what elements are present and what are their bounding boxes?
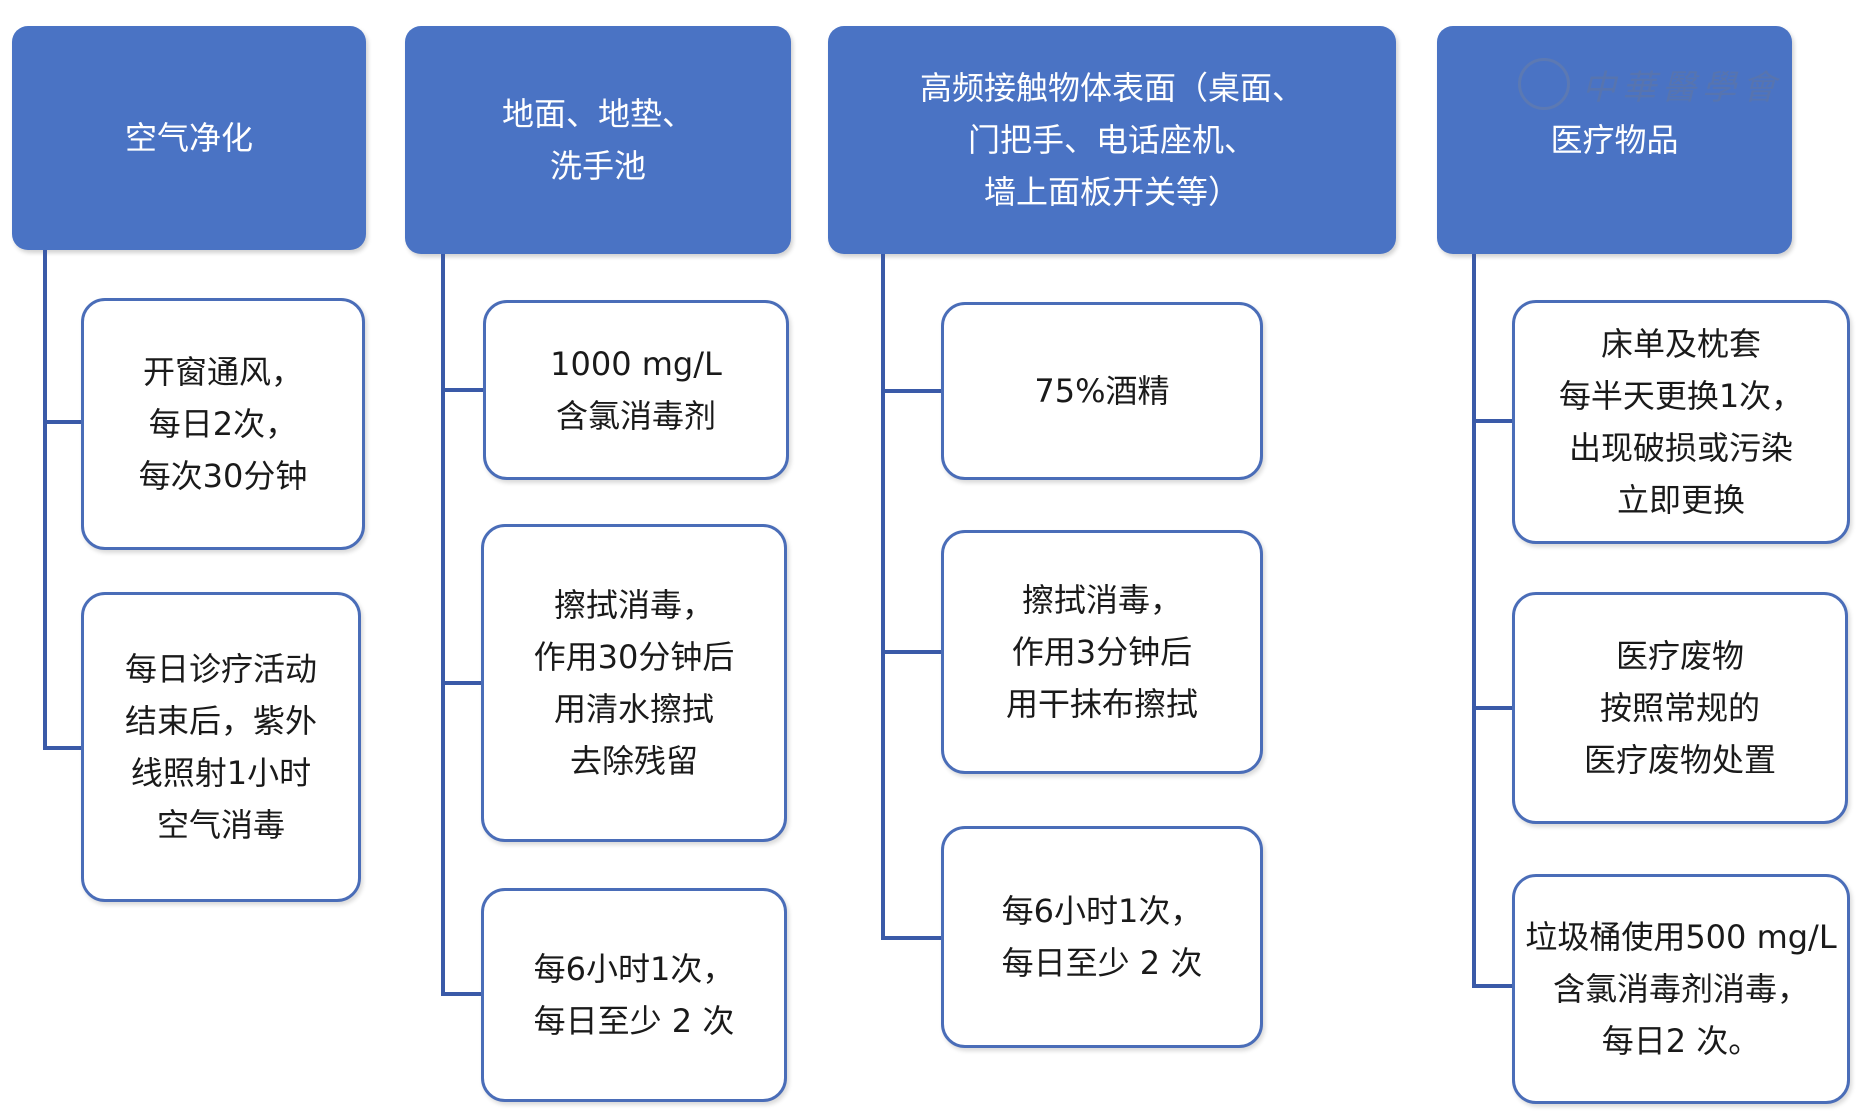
header-air-purification: 空气净化	[12, 26, 366, 250]
connector-col3-vertical	[881, 254, 885, 940]
header-medical-items: 医疗物品	[1437, 26, 1792, 254]
connector-col3-item2	[881, 650, 941, 654]
connector-col1-item2	[43, 746, 81, 750]
connector-col1-item1	[43, 420, 81, 424]
connector-col3-item1	[881, 389, 941, 393]
seal-icon	[1518, 58, 1570, 110]
connector-col4-item3	[1472, 984, 1512, 988]
header-floor-sink: 地面、地垫、 洗手池	[405, 26, 791, 254]
connector-col2-item1	[441, 388, 483, 392]
connector-col1-vertical	[43, 250, 47, 750]
box-frequency-surface: 每6小时1次， 每日至少 2 次	[941, 826, 1263, 1048]
box-wipe-3min: 擦拭消毒， 作用3分钟后 用干抹布擦拭	[941, 530, 1263, 774]
box-frequency-floor: 每6小时1次， 每日至少 2 次	[481, 888, 787, 1102]
box-air-ventilation: 开窗通风， 每日2次， 每次30分钟	[81, 298, 365, 550]
connector-col4-item1	[1472, 419, 1512, 423]
header-high-touch-surfaces: 高频接触物体表面（桌面、 门把手、电话座机、 墙上面板开关等）	[828, 26, 1396, 254]
box-wipe-30min: 擦拭消毒， 作用30分钟后 用清水擦拭 去除残留	[481, 524, 787, 842]
connector-col3-item3	[881, 936, 941, 940]
connector-col2-item2	[441, 681, 483, 685]
connector-col2-vertical	[441, 254, 445, 996]
box-air-uv: 每日诊疗活动 结束后，紫外 线照射1小时 空气消毒	[81, 592, 361, 902]
watermark: 中華醫學會	[1518, 58, 1782, 110]
box-chlorine-1000: 1000 mg/L 含氯消毒剂	[483, 300, 789, 480]
connector-col4-item2	[1472, 706, 1512, 710]
watermark-text: 中華醫學會	[1582, 67, 1782, 108]
box-medical-waste: 医疗废物 按照常规的 医疗废物处置	[1512, 592, 1848, 824]
box-bedsheet: 床单及枕套 每半天更换1次， 出现破损或污染 立即更换	[1512, 300, 1850, 544]
connector-col4-vertical	[1472, 254, 1476, 988]
box-alcohol-75: 75%酒精	[941, 302, 1263, 480]
box-trash-bin: 垃圾桶使用500 mg/L 含氯消毒剂消毒， 每日2 次。	[1512, 874, 1850, 1104]
connector-col2-item3	[441, 992, 483, 996]
